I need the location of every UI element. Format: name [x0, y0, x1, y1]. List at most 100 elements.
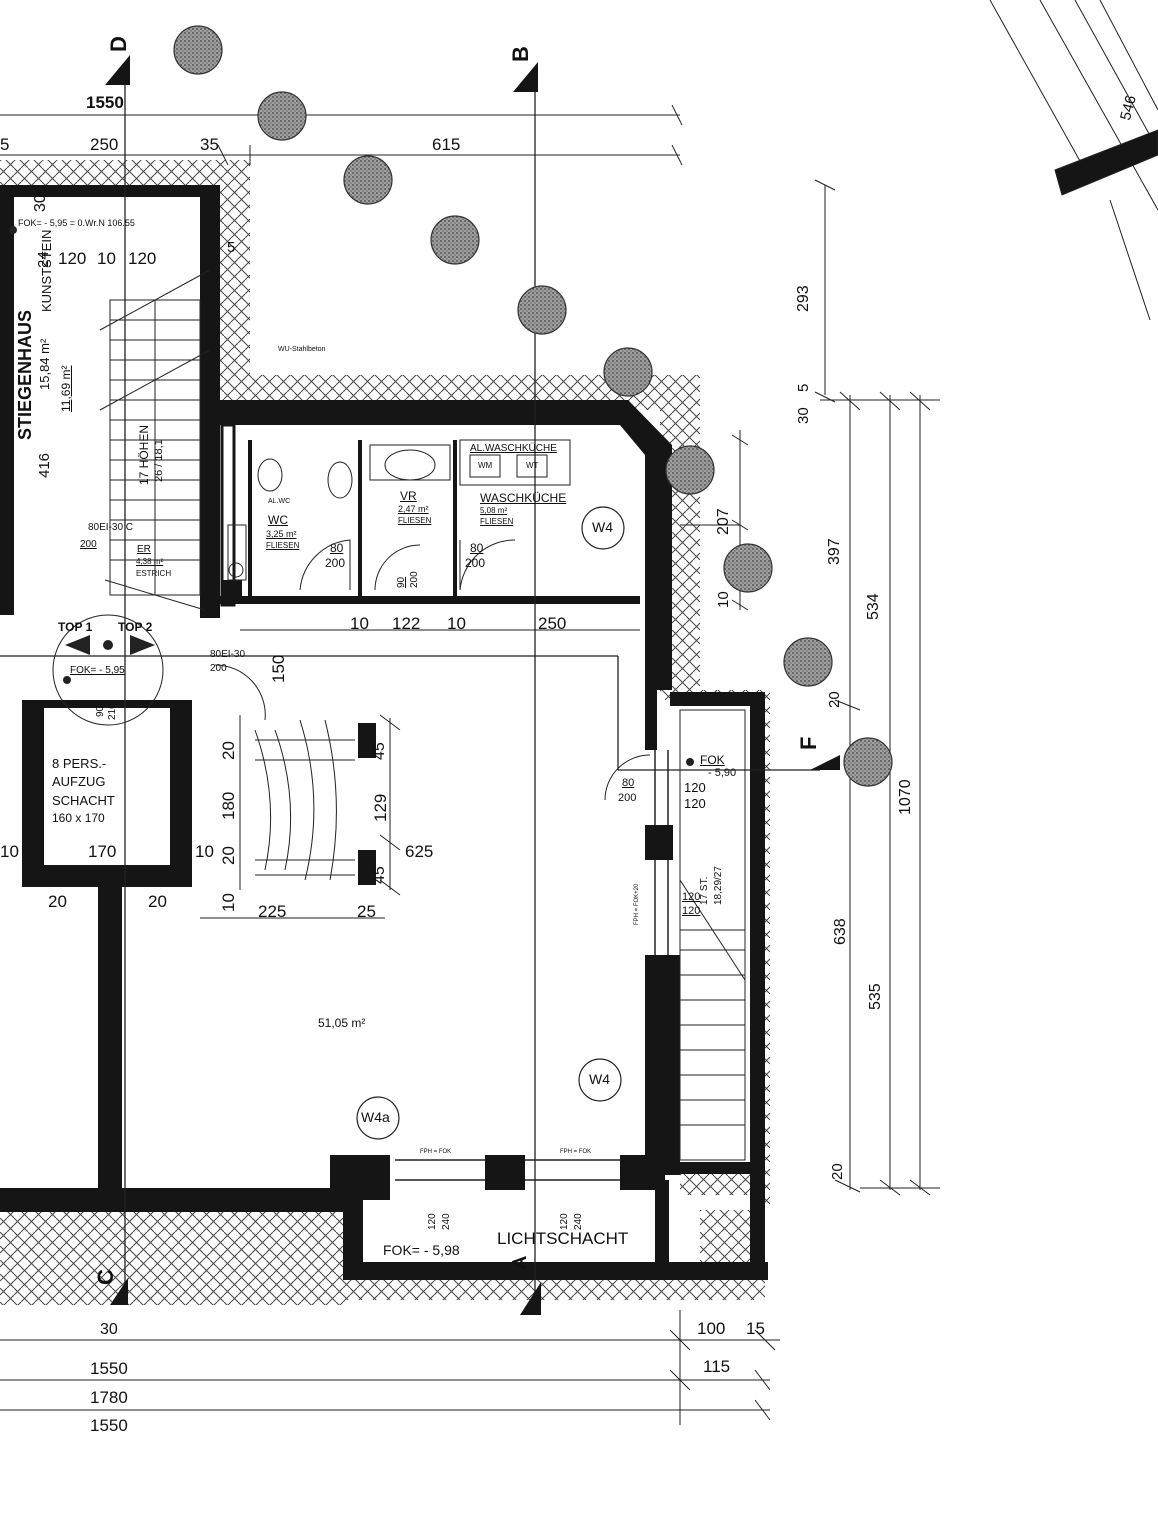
lift-text-1: 8 PERS.-	[52, 756, 107, 771]
section-mark-f: F	[796, 736, 821, 750]
stiegenhaus-area2: 11,69 m²	[59, 365, 73, 412]
al-wc: AL.WC	[268, 498, 291, 505]
dim-top-120a: 120	[58, 249, 87, 268]
dim-mid-122: 122	[392, 614, 421, 633]
room-stiegenhaus: STIEGENHAUS	[15, 309, 35, 440]
kunststein: KUNSTSTEIN	[39, 229, 54, 312]
dim-lift-170: 170	[88, 842, 117, 861]
lift-door-90: 90	[95, 705, 106, 717]
stiegenhaus-area: 15,84 m²	[37, 338, 52, 390]
dim-mid-250: 250	[538, 614, 567, 633]
dim-stair-25: 25	[357, 902, 376, 921]
dim-right-10: 10	[715, 591, 732, 608]
dim-top-10: 10	[97, 249, 116, 268]
vr-area: 2,47 m²	[398, 504, 429, 514]
dim-right-535: 535	[867, 983, 884, 1010]
wc-floor: FLIESEN	[266, 541, 300, 550]
door-wk-200: 200	[465, 556, 486, 570]
label-top1: TOP 1	[58, 620, 93, 634]
fok-right-val: - 5,90	[708, 767, 737, 779]
dim-mid-10b: 10	[447, 614, 466, 633]
fok-stair: FOK= - 5,95 = 0.Wr.N 106.55	[18, 218, 135, 228]
dim-top-5: 5	[0, 135, 10, 154]
dim-right-293: 293	[795, 285, 812, 312]
er-floor: ESTRICH	[136, 569, 172, 578]
dim-right-207: 207	[715, 508, 732, 535]
door-wk-80: 80	[470, 541, 484, 555]
door-swings	[52, 539, 651, 801]
neighbour-boundary	[989, 0, 1158, 321]
dim-stair-625: 625	[405, 842, 434, 861]
win-b-120: 120	[559, 1213, 570, 1230]
dim-bot-30: 30	[100, 1321, 118, 1338]
dim-top-615: 615	[432, 135, 461, 154]
door-wc-80: 80	[330, 541, 344, 555]
room-wc: WC	[268, 513, 288, 527]
win-a-240: 240	[441, 1213, 452, 1230]
win-b-240: 240	[573, 1213, 584, 1230]
dim-top-120b: 120	[128, 249, 157, 268]
dim-bot-1550b: 1550	[90, 1416, 128, 1435]
door-wc-200: 200	[325, 556, 346, 570]
dim-stair-129: 129	[371, 793, 390, 822]
main-room-area: 51,05 m²	[318, 1016, 366, 1030]
dim-mid-10a: 10	[350, 614, 369, 633]
dim-top-5b: 5	[227, 239, 236, 256]
dim-d120c: 120	[682, 891, 701, 903]
er-area: 4,38 m²	[136, 557, 164, 566]
dim-right-1070: 1070	[897, 779, 914, 815]
dim-right-397: 397	[826, 538, 843, 565]
tag-w4-bottom[interactable]: W4	[589, 1071, 610, 1087]
dim-right-5: 5	[795, 383, 812, 392]
wt: WT	[526, 461, 539, 470]
door-80ei30c: 80EI-30 C	[88, 522, 134, 533]
dim-lift-10b: 10	[195, 842, 214, 861]
fok-lichtschacht: FOK= - 5,98	[383, 1242, 460, 1258]
dim-stair-10: 10	[219, 893, 238, 912]
door-80ei30-200: 200	[210, 663, 227, 674]
section-mark-d: D	[106, 36, 131, 52]
dim-stair-20b: 20	[219, 846, 238, 865]
room-lichtschacht: LICHTSCHACHT	[497, 1229, 629, 1248]
dim-stair-225: 225	[258, 902, 287, 921]
dim-lift-20a: 20	[48, 892, 67, 911]
lift-text-4: 160 x 170	[52, 811, 105, 825]
fph-1: FPH = FOK	[420, 1149, 452, 1155]
sanitary-fixtures	[227, 439, 571, 581]
dim-d120a: 120	[684, 780, 706, 795]
dim-bot-15: 15	[746, 1319, 765, 1338]
dim-bot-1780: 1780	[90, 1388, 128, 1407]
room-vr: VR	[400, 489, 417, 503]
fok-right: FOK	[700, 753, 725, 767]
lift-door-210: 210	[107, 703, 118, 720]
section-mark-a: A	[509, 1255, 531, 1270]
stiegenhaus-code: 416	[36, 452, 53, 478]
dim-stair-45b: 45	[371, 866, 388, 884]
dim-right-20b: 20	[829, 1163, 846, 1180]
fph-2: FPH = FOK	[560, 1149, 592, 1155]
stair-right-dim: 18,29/27	[713, 866, 724, 905]
dim-bot-100: 100	[697, 1319, 726, 1338]
lift-text-3: SCHACHT	[52, 793, 115, 808]
dim-stair-180: 180	[219, 791, 238, 820]
door-vr-90: 90	[396, 576, 407, 588]
win-a-120: 120	[427, 1213, 438, 1230]
level-markers	[9, 226, 694, 766]
dim-stair-20: 20	[219, 741, 238, 760]
partition-walls	[248, 440, 457, 600]
dim-bot-1550: 1550	[90, 1359, 128, 1378]
room-er: ER	[137, 544, 151, 555]
al-waschkueche: AL.WASCHKÜCHE	[470, 443, 557, 454]
section-mark-c: C	[93, 1269, 118, 1285]
dim-top-250: 250	[90, 135, 119, 154]
tag-w4a[interactable]: W4a	[361, 1109, 390, 1125]
dim-d120b: 120	[684, 796, 706, 811]
tag-w4-top[interactable]: W4	[592, 519, 613, 535]
window-frames	[395, 750, 669, 1181]
wc-area: 3,25 m²	[266, 529, 297, 539]
label-top2: TOP 2	[118, 620, 153, 634]
wm: WM	[478, 461, 493, 470]
earth-hatching	[0, 160, 770, 1305]
stair-steps-dim: 26 / 18,1	[153, 439, 165, 482]
